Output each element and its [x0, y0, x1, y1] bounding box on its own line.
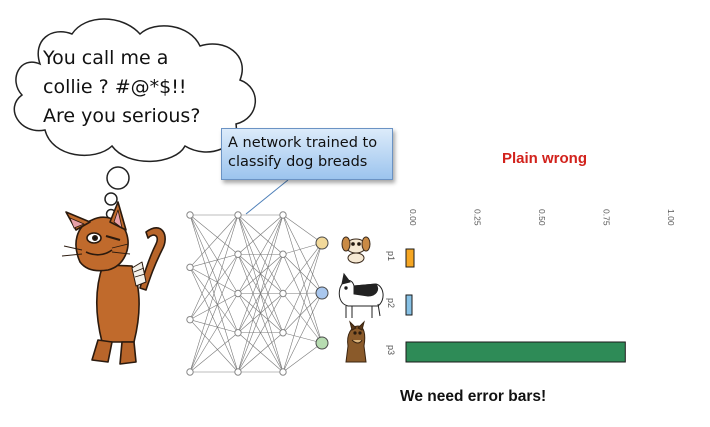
network-edge	[237, 214, 284, 255]
callout-connector	[245, 179, 289, 215]
network-edge	[189, 214, 239, 373]
network-neuron	[234, 250, 242, 258]
output-neuron	[315, 336, 329, 350]
network-edge	[189, 319, 239, 373]
network-edge	[189, 267, 239, 333]
network-neuron	[279, 368, 287, 376]
network-neuron	[186, 368, 194, 376]
network-edge	[189, 254, 239, 320]
probability-bar-chart: 0.00 0.25 0.50 0.75 1.00 p1 p2 p3	[386, 209, 676, 363]
angry-cat-illustration	[61, 201, 166, 365]
network-edge	[282, 242, 323, 255]
network-edge	[189, 214, 239, 255]
network-edge	[189, 253, 239, 268]
network-edge	[282, 292, 323, 294]
x-tick-label: 0.50	[537, 209, 547, 226]
error-bars-caption: We need error bars!	[400, 388, 547, 405]
network-edge	[282, 214, 323, 244]
network-neuron	[234, 289, 242, 298]
network-edge	[282, 292, 323, 333]
network-neuron	[186, 211, 194, 219]
network-neuron	[234, 211, 242, 219]
bar-p3	[405, 341, 626, 363]
network-edge	[282, 342, 323, 373]
y-category-label: p3	[386, 345, 396, 355]
bar-p2	[405, 294, 413, 316]
y-category-label: p1	[386, 251, 396, 261]
dog-terrier-illustration	[345, 320, 367, 363]
network-edge	[189, 214, 239, 294]
network-edge	[237, 214, 284, 333]
x-tick-label: 0.25	[473, 209, 483, 226]
network-neuron	[279, 289, 287, 298]
network-edge	[282, 242, 323, 294]
thought-cloud	[13, 18, 257, 220]
y-category-label: p2	[386, 298, 396, 308]
network-edge	[189, 214, 239, 333]
network-neuron	[279, 329, 287, 337]
network-edge	[282, 242, 323, 373]
network-neuron	[279, 250, 287, 258]
network-neuron	[186, 263, 194, 272]
network-edge	[282, 242, 323, 333]
network-edge	[189, 254, 239, 373]
dog-puppy-illustration	[341, 236, 371, 264]
x-tick-label: 1.00	[666, 209, 676, 226]
network-neuron	[234, 329, 242, 337]
thought-line-2: collie ? #@*$!!	[43, 76, 187, 98]
x-tick-label: 0.75	[602, 209, 612, 226]
network-edge	[282, 292, 323, 373]
network-edge	[282, 214, 323, 294]
network-edge	[189, 214, 239, 320]
network-edge	[237, 214, 284, 294]
dog-husky-illustration	[338, 272, 384, 318]
network-edge	[282, 254, 323, 294]
network-neuron	[186, 315, 194, 324]
thought-bubble-text: You call me a collie ? #@*$!! Are you se…	[43, 44, 233, 131]
network-edge	[189, 214, 239, 268]
network-edge	[189, 293, 239, 373]
network-edge	[237, 293, 284, 373]
network-edge	[189, 267, 239, 294]
network-edge	[189, 319, 239, 334]
output-neuron	[315, 236, 329, 250]
network-neuron	[279, 211, 287, 219]
network-edge	[282, 293, 323, 344]
network-edge	[189, 267, 239, 373]
network-edge	[282, 254, 323, 344]
output-neuron	[315, 286, 329, 300]
network-edge	[237, 254, 284, 373]
network-edge	[237, 332, 284, 373]
network-neuron	[234, 368, 242, 376]
bar-p1	[405, 248, 415, 268]
thought-line-1: You call me a	[43, 47, 169, 69]
neural-network-diagram	[186, 211, 329, 376]
network-edge	[237, 214, 284, 373]
network-edge	[189, 293, 239, 320]
chart-title: Plain wrong	[502, 150, 588, 167]
network-edge	[282, 332, 323, 344]
network-edge	[189, 332, 239, 373]
network-callout-box: A network trained to classify dog breads	[221, 128, 393, 180]
x-tick-label: 0.00	[408, 209, 418, 226]
network-edge	[282, 214, 323, 344]
thought-line-3: Are you serious?	[43, 105, 201, 127]
